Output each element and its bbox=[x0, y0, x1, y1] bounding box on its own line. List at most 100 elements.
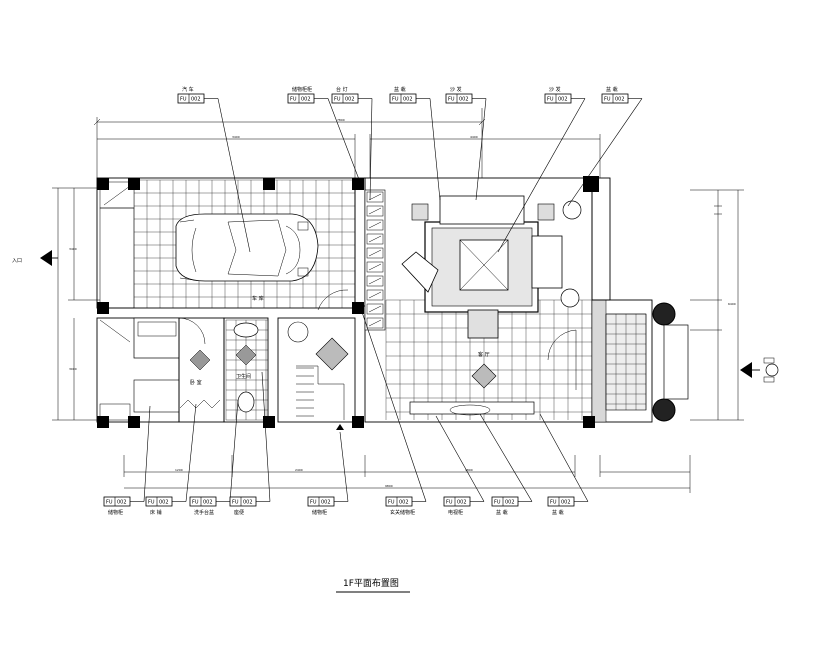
svg-text:FU: FU bbox=[106, 500, 113, 506]
dim-left-a: 3400 bbox=[69, 247, 77, 251]
callout-label: 盆 栽 bbox=[552, 509, 564, 516]
living-label: 客 厅 bbox=[478, 351, 490, 358]
callout-tag: FU 002 洗手台盆 bbox=[189, 399, 239, 516]
callout-tag: FU 002 沙 发 bbox=[445, 86, 487, 201]
svg-text:FU: FU bbox=[310, 500, 317, 506]
callout-label: 汽 车 bbox=[182, 86, 194, 93]
dim-left-b: 3000 bbox=[69, 367, 77, 371]
entry-porch bbox=[591, 177, 689, 423]
callout-label: 座便 bbox=[234, 509, 244, 516]
plant-icon bbox=[562, 200, 582, 220]
dim-bottom-a: 1200 bbox=[175, 468, 183, 472]
drawing-title-block: 1F平面布置图 bbox=[336, 577, 410, 593]
callout-tag: FU 002 盆 栽 bbox=[389, 86, 441, 201]
callout-tag: FU 002 储物柜 bbox=[103, 405, 151, 516]
svg-text:002: 002 bbox=[505, 500, 515, 506]
callout-label: 台 灯 bbox=[336, 86, 348, 93]
svg-text:002: 002 bbox=[558, 97, 568, 103]
callout-label: 沙 发 bbox=[549, 86, 561, 93]
callout-label: 储物柜 bbox=[108, 509, 123, 516]
drawing-title: 1F平面布置图 bbox=[343, 577, 399, 589]
column bbox=[97, 416, 109, 428]
dim-top-left: 3400 bbox=[232, 135, 240, 139]
dim-bottom-c: 3800 bbox=[465, 468, 473, 472]
callout-label: 盆 栽 bbox=[606, 86, 618, 93]
sofa-right bbox=[531, 235, 563, 289]
middle-room bbox=[178, 317, 225, 423]
svg-text:FU: FU bbox=[290, 97, 297, 103]
garage-label: 车 库 bbox=[252, 295, 264, 302]
callout-tag: FU 002 床 铺 bbox=[145, 403, 197, 516]
svg-text:002: 002 bbox=[561, 500, 571, 506]
callout-tag: FU 002 盆 栽 bbox=[567, 86, 643, 207]
svg-text:002: 002 bbox=[345, 97, 355, 103]
column bbox=[263, 416, 275, 428]
svg-text:FU: FU bbox=[448, 97, 455, 103]
living-room: 客 厅 bbox=[364, 177, 593, 423]
column bbox=[97, 178, 109, 190]
column bbox=[352, 302, 364, 314]
callout-label: 沙 发 bbox=[450, 86, 462, 93]
garage-room: 车 库 bbox=[96, 177, 356, 309]
callout-label: 床 铺 bbox=[150, 509, 162, 516]
staircase bbox=[277, 289, 356, 423]
svg-text:002: 002 bbox=[203, 500, 213, 506]
entrance-arrow-bottom bbox=[336, 424, 344, 430]
svg-text:FU: FU bbox=[232, 500, 239, 506]
svg-text:002: 002 bbox=[615, 97, 625, 103]
callout-label: 洗手台盆 bbox=[194, 509, 214, 516]
dim-bottom-total: 9800 bbox=[385, 484, 393, 488]
svg-text:002: 002 bbox=[459, 97, 469, 103]
callout-label: 盆 栽 bbox=[394, 86, 406, 93]
bedroom-label: 卧 室 bbox=[190, 379, 202, 386]
storage-cabinet-strip bbox=[354, 177, 386, 331]
svg-text:FU: FU bbox=[494, 500, 501, 506]
sink-icon bbox=[233, 322, 259, 338]
armchair bbox=[401, 251, 439, 293]
svg-text:002: 002 bbox=[403, 97, 413, 103]
column bbox=[97, 302, 109, 314]
structural-columns bbox=[97, 176, 599, 428]
sofa-top bbox=[439, 195, 525, 225]
svg-text:002: 002 bbox=[243, 500, 253, 506]
svg-text:FU: FU bbox=[446, 500, 453, 506]
car-icon bbox=[175, 213, 319, 282]
callout-tag: FU 002 储物柜柜 bbox=[287, 86, 361, 183]
svg-text:FU: FU bbox=[547, 97, 554, 103]
callout-label: 储物柜柜 bbox=[292, 86, 312, 93]
column bbox=[583, 416, 595, 428]
svg-text:002: 002 bbox=[117, 500, 127, 506]
plant-icon bbox=[560, 288, 580, 308]
callout-label: 玄关储物柜 bbox=[390, 509, 415, 516]
svg-text:FU: FU bbox=[392, 97, 399, 103]
entrance-arrow-right bbox=[740, 357, 779, 383]
callout-tag: FU 002 盆 栽 bbox=[479, 413, 533, 516]
tv-cabinet bbox=[409, 401, 535, 415]
column bbox=[128, 416, 140, 428]
svg-text:FU: FU bbox=[388, 500, 395, 506]
bathroom-room: 卫生间 bbox=[223, 317, 269, 423]
callout-label: 盆 栽 bbox=[496, 509, 508, 516]
svg-text:FU: FU bbox=[180, 97, 187, 103]
dim-top-total: 7800 bbox=[337, 118, 345, 122]
svg-text:FU: FU bbox=[148, 500, 155, 506]
toilet-icon bbox=[237, 391, 255, 413]
svg-text:FU: FU bbox=[550, 500, 557, 506]
svg-text:002: 002 bbox=[159, 500, 169, 506]
svg-text:FU: FU bbox=[192, 500, 199, 506]
column bbox=[352, 416, 364, 428]
svg-text:FU: FU bbox=[604, 97, 611, 103]
column bbox=[128, 178, 140, 190]
dimension-lines: 7800 3400 4400 3400 3000 6400 120 bbox=[52, 108, 744, 493]
svg-text:002: 002 bbox=[321, 500, 331, 506]
callout-tag: FU 002 沙 发 bbox=[497, 86, 586, 253]
column bbox=[352, 178, 364, 190]
